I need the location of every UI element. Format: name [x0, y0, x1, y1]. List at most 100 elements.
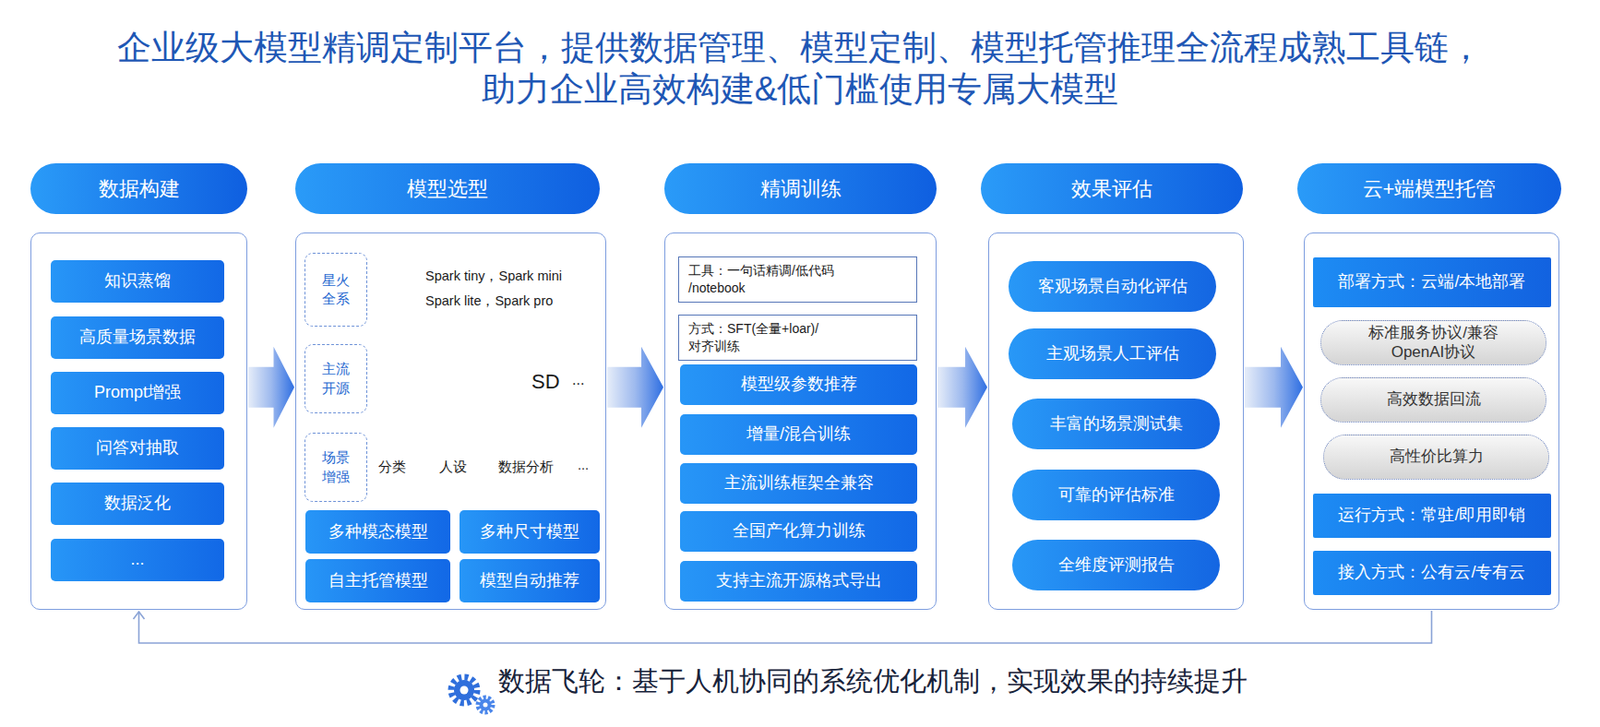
stage-panel: 云+端模型托管部署方式：云端/本地部署标准服务协议/兼容 OpenAI协议高效数…	[1303, 163, 1560, 610]
box-text: 支持主流开源格式导出	[716, 571, 883, 592]
box-text: 自主托管模型	[328, 571, 429, 592]
stage-title: 数据构建	[98, 175, 180, 203]
feature-box: 模型级参数推荐	[680, 364, 918, 406]
stage-header: 数据构建	[30, 163, 248, 215]
flow-arrow	[1244, 346, 1303, 429]
info-box: 工具：一句话精调/低代码 /notebook	[678, 256, 918, 303]
stage-header: 效果评估	[980, 163, 1243, 215]
box-text: 场景 增强	[321, 448, 352, 487]
flow-arrow	[937, 346, 988, 429]
title: 企业级大模型精调定制平台，提供数据管理、模型定制、模型托管推理全流程成熟工具链，…	[71, 26, 1529, 110]
feature-box: 模型自动推荐	[459, 559, 600, 603]
caption: 数据飞轮：基于人机协同的系统优化机制，实现效果的持续提升	[498, 663, 1248, 699]
stage-title: 效果评估	[1071, 175, 1153, 203]
box-text: Prompt增强	[94, 382, 181, 404]
feature-box: 主流训练框架全兼容	[680, 463, 918, 504]
gear-icon	[451, 677, 493, 713]
option-box: 运行方式：常驻/即用即销	[1313, 493, 1552, 538]
title-text: 企业级大模型精调定制平台，提供数据管理、模型定制、模型托管推理全流程成熟工具链，…	[117, 28, 1483, 108]
feature-box: 自主托管模型	[305, 559, 451, 603]
category-box: 场景 增强	[304, 432, 368, 502]
label-text: 数据分析	[498, 459, 554, 476]
box-text: ...	[130, 549, 144, 571]
box-text: 标准服务协议/兼容 OpenAI协议	[1354, 323, 1514, 362]
feature-box: Prompt增强	[50, 371, 225, 415]
label-text: Spark tiny，Spark mini	[425, 268, 562, 285]
box-text: 客观场景自动化评估	[1038, 276, 1188, 298]
category-box: 主流 开源	[304, 344, 368, 414]
gear-hole	[460, 686, 469, 695]
feature-pill: 可靠的评估标准	[1012, 469, 1220, 521]
stage-title: 模型选型	[406, 175, 489, 203]
gear-teeth	[451, 677, 478, 704]
box-text: 数据泛化	[104, 493, 171, 514]
label-text: ...	[572, 370, 585, 389]
label-text: 人设	[439, 459, 467, 476]
option-box: 接入方式：公有云/专有云	[1313, 550, 1552, 596]
box-text: 知识蒸馏	[104, 271, 171, 292]
option-pill: 高效数据回流	[1320, 377, 1547, 423]
option-box: 部署方式：云端/本地部署	[1313, 257, 1552, 308]
box-text: 高效数据回流	[1386, 390, 1481, 409]
box-text: 全维度评测报告	[1058, 555, 1175, 576]
box-text: 工具：一句话精调/低代码 /notebook	[688, 262, 864, 298]
gear-teeth	[477, 697, 493, 713]
gear-body	[453, 680, 475, 701]
box-text: 多种模态模型	[328, 522, 429, 543]
flow-arrow	[607, 346, 664, 429]
box-text: 多种尺寸模型	[479, 522, 580, 543]
box-text: 主流 开源	[321, 359, 352, 398]
info-box: 方式：SFT(全量+loar)/对齐训练	[678, 314, 918, 361]
box-text: 高性价比算力	[1389, 447, 1484, 466]
label-text: SD	[531, 370, 561, 395]
box-text: 模型级参数推荐	[740, 374, 858, 395]
flow-arrow	[248, 346, 295, 429]
gear-body	[479, 699, 492, 712]
box-text: 全国产化算力训练	[732, 521, 866, 542]
box-text: 接入方式：公有云/专有云	[1337, 562, 1526, 584]
block-arrow	[1244, 346, 1303, 429]
label-text: Spark lite，Spark pro	[425, 293, 553, 310]
stage-header: 云+端模型托管	[1297, 163, 1562, 215]
label-text: 分类	[378, 459, 406, 476]
feature-box: 数据泛化	[50, 482, 225, 526]
box-text: 可靠的评估标准	[1058, 485, 1175, 506]
feature-box: 知识蒸馏	[50, 260, 225, 303]
caption-text: 数据飞轮：基于人机协同的系统优化机制，实现效果的持续提升	[498, 666, 1248, 696]
box-text: 方式：SFT(全量+loar)/对齐训练	[688, 320, 864, 356]
feature-box: ...	[50, 538, 225, 582]
box-text: 星火 全系	[321, 271, 352, 310]
box-text: 问答对抽取	[95, 438, 180, 459]
block-arrow	[937, 346, 988, 429]
box-text: 高质量场景数据	[79, 327, 196, 348]
stage-header: 精调训练	[664, 163, 937, 215]
box-text: 主流训练框架全兼容	[724, 473, 874, 494]
feature-box: 支持主流开源格式导出	[680, 561, 918, 602]
box-text: 主观场景人工评估	[1046, 344, 1180, 365]
feature-pill: 主观场景人工评估	[1008, 328, 1217, 380]
stage-header: 模型选型	[295, 163, 600, 215]
stage-panel: 数据构建知识蒸馏高质量场景数据 Prompt增强问答对抽取数据泛化...	[30, 163, 248, 610]
arrow-head	[133, 611, 145, 620]
flow-arrow	[133, 610, 1433, 644]
stage-title: 云+端模型托管	[1362, 175, 1497, 203]
feature-box: 多种模态模型	[305, 510, 451, 554]
feature-box: 全国产化算力训练	[680, 511, 918, 552]
gear-hole	[483, 703, 489, 708]
stage-title: 精调训练	[760, 175, 842, 203]
feature-box: 问答对抽取	[50, 427, 225, 470]
stage-panel: 精调训练工具：一句话精调/低代码 /notebook 方式：SFT(全量+loar…	[664, 163, 937, 610]
feature-pill: 丰富的场景测试集	[1012, 398, 1220, 450]
block-arrow	[607, 346, 664, 429]
feature-pill: 全维度评测报告	[1012, 539, 1220, 591]
stage-panel: 效果评估客观场景自动化评估主观场景人工评估丰富的场景测试集可靠的评估标准全维度评…	[988, 163, 1244, 610]
feature-box: 增量/混合训练	[680, 414, 918, 455]
box-text: 运行方式：常驻/即用即销	[1337, 505, 1526, 526]
block-arrow	[248, 346, 295, 429]
option-pill: 标准服务协议/兼容 OpenAI协议	[1320, 320, 1547, 366]
feature-box: 多种尺寸模型	[459, 510, 600, 554]
feedback-line	[139, 610, 1433, 644]
feature-box: 高质量场景数据	[50, 316, 225, 359]
box-text: 丰富的场景测试集	[1050, 414, 1183, 435]
